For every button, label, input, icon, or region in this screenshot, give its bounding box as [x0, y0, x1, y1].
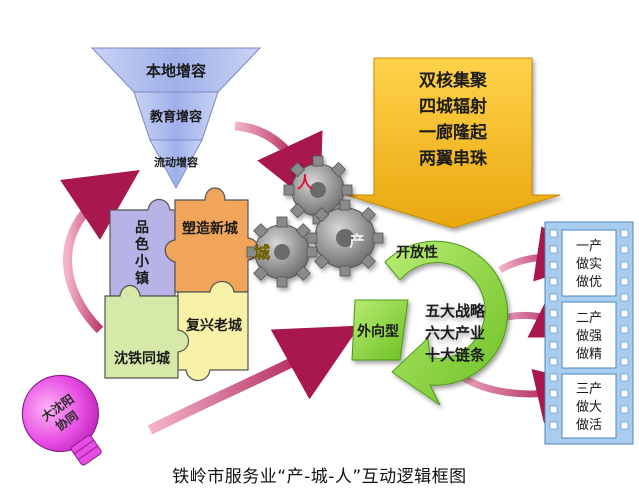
strategy-arrow-box: 双核集聚 四城辐射 一廊隆起 两翼串珠	[345, 57, 561, 229]
strategy-line-2: 四城辐射	[419, 96, 487, 117]
puzzle-town-char-1: 品	[135, 220, 149, 236]
film-frame-3: 三产 做大 做活	[561, 373, 617, 439]
strategy-line-4: 两翼串珠	[419, 148, 488, 169]
gear-city-label: 城	[254, 243, 270, 262]
gear-person-label: 人	[297, 173, 314, 192]
film-frame-2-line-1: 二产	[576, 311, 602, 326]
puzzle-piece-old-city	[177, 280, 249, 382]
puzzle-town-char-4: 镇	[135, 270, 149, 287]
funnel-layer-bottom	[149, 139, 203, 190]
cycle-ring: 开放性 外向型 五大战略 六大产业 十大链条	[351, 240, 509, 406]
diagram-caption: 铁岭市服务业“产-城-人”互动逻辑框图	[172, 467, 467, 487]
gear-cluster: 人 城 产	[246, 155, 384, 288]
bulb-base	[70, 435, 102, 466]
puzzle-new-city-label: 塑造新城	[182, 220, 238, 237]
film-frame-3-line-1: 三产	[576, 382, 602, 397]
funnel-middle-label: 教育增容	[149, 109, 202, 125]
ring-center-line-1: 五大战略	[425, 302, 486, 320]
gear-industry	[306, 199, 384, 277]
strategy-line-3: 一廊隆起	[419, 122, 488, 143]
puzzle-town-char-3: 小	[135, 254, 149, 270]
puzzle-piece-new-city	[164, 187, 260, 293]
film-frame-2-line-2: 做强	[576, 329, 602, 344]
film-frame-2: 二产 做强 做精	[561, 301, 617, 369]
film-strip: 一产 做实 做优 二产 做强 做精 三产 做大 做活	[544, 221, 634, 445]
gear-city	[246, 216, 318, 288]
puzzle-town-char-2: 色	[135, 236, 149, 253]
film-frame-2-line-3: 做精	[576, 347, 602, 362]
gear-industry-label: 产	[349, 232, 364, 250]
arrow-left-upward	[60, 170, 140, 334]
puzzle-old-city-label: 复兴老城	[185, 317, 242, 334]
funnel-diagram: 本地增容 教育增容 流动增容	[90, 47, 262, 190]
arrow-bulb-to-ring	[147, 325, 360, 435]
film-frame-1: 一产 做实 做优	[561, 229, 617, 297]
puzzle-shentie-label: 沈铁同城	[114, 350, 170, 367]
ring-outward-label: 外向型	[357, 323, 399, 340]
film-frame-1-line-2: 做实	[576, 257, 602, 272]
ring-open-label: 开放性	[396, 244, 438, 261]
ring-center-line-2: 六大产业	[425, 324, 485, 342]
puzzle-piece-shentie	[104, 284, 190, 379]
ring-center-line-3: 十大链条	[425, 346, 486, 364]
light-bulb: 大沈阳 协同	[21, 374, 102, 466]
funnel-top-label: 本地增容	[146, 62, 206, 80]
film-frame-1-line-3: 做优	[576, 275, 602, 290]
film-frame-1-line-1: 一产	[576, 239, 602, 254]
funnel-bottom-label: 流动增容	[154, 155, 198, 169]
strategy-line-1: 双核集聚	[419, 70, 488, 91]
film-frame-3-line-2: 做大	[576, 400, 602, 415]
film-frame-3-line-3: 做活	[576, 418, 602, 433]
puzzle-group: 品 色 小 镇 塑造新城 复兴老城 沈铁同城	[104, 187, 260, 382]
